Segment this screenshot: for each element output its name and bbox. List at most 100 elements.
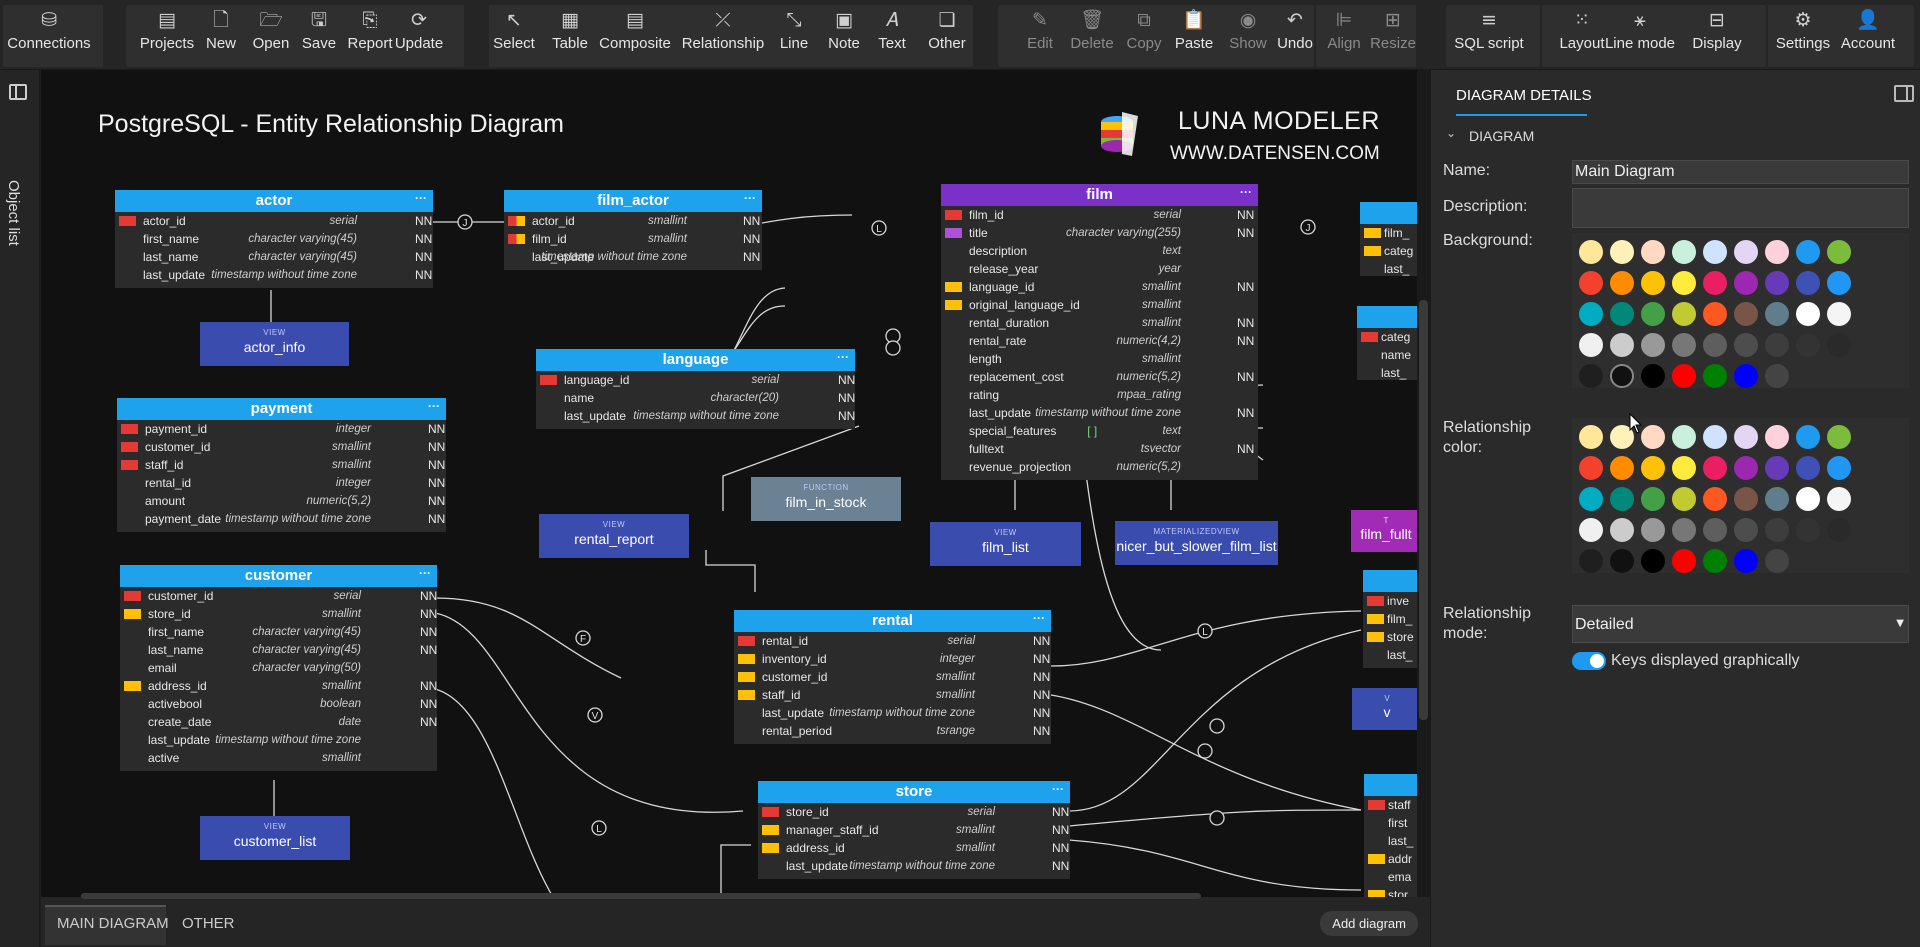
section-collapse-icon[interactable]: ⌄ [1446,126,1457,140]
entity-header[interactable]: language··· [536,349,855,371]
relationship-color-swatch[interactable] [1765,487,1789,511]
entity-menu-icon[interactable]: ··· [1240,185,1252,199]
note-button[interactable]: ▣Note [812,5,876,65]
relationship-color-swatch[interactable] [1765,425,1789,449]
layout-button[interactable]: ⁙Layout [1550,5,1614,65]
entity-menu-icon[interactable]: ··· [1033,611,1045,625]
rel-store-staff[interactable] [1068,809,1362,827]
relationship-color-swatch[interactable] [1672,549,1696,573]
rel-store-staff-b[interactable] [1068,839,1362,891]
entity-menu-icon[interactable]: ··· [744,191,756,205]
view-partial[interactable]: V v [1352,688,1417,730]
entity-header[interactable]: film··· [941,184,1258,206]
background-color-swatch[interactable] [1610,364,1634,388]
entity-category-partial[interactable]: categ name last_ [1357,306,1417,380]
relationship-color-swatch[interactable] [1703,518,1727,542]
relationship-color-swatch[interactable] [1610,456,1634,480]
connections-button[interactable]: ⛁Connections [7,5,90,65]
entity-menu-icon[interactable]: ··· [837,350,849,364]
background-color-swatch[interactable] [1672,364,1696,388]
entity-header[interactable]: film_actor··· [504,190,762,212]
background-color-swatch[interactable] [1827,271,1851,295]
background-color-swatch[interactable] [1672,240,1696,264]
undo-button[interactable]: ↶Undo [1263,5,1327,65]
relationship-color-swatch[interactable] [1734,425,1758,449]
entity-menu-icon[interactable]: ··· [415,191,427,205]
background-color-swatch[interactable] [1827,302,1851,326]
rel-customer-address[interactable] [434,688,601,897]
background-color-swatch[interactable] [1734,333,1758,357]
background-color-swatch[interactable] [1765,271,1789,295]
panel-toggle-icon[interactable] [1894,85,1914,102]
relationship-color-swatch[interactable] [1703,487,1727,511]
tab-diagram-details[interactable]: DIAGRAM DETAILS [1456,87,1592,104]
settings-button[interactable]: ⚙Settings [1771,5,1835,65]
relationship-color-swatch[interactable] [1734,549,1758,573]
background-color-swatch[interactable] [1579,271,1603,295]
background-color-swatch[interactable] [1579,302,1603,326]
relationship-color-swatch[interactable] [1610,518,1634,542]
rel-store-address[interactable] [720,844,751,897]
relationship-color-swatch[interactable] [1579,487,1603,511]
background-color-swatch[interactable] [1703,271,1727,295]
entity-header[interactable]: store··· [758,781,1070,803]
tab-other[interactable]: OTHER [182,915,235,932]
relationship-color-swatch[interactable] [1610,549,1634,573]
resize-button[interactable]: ⊞Resize [1361,5,1425,65]
section-diagram[interactable]: DIAGRAM [1469,128,1535,144]
line-mode-button[interactable]: ⚹Line mode [1605,5,1675,65]
relationship-color-swatch[interactable] [1703,425,1727,449]
display-button[interactable]: ⊟Display [1685,5,1749,65]
report-button[interactable]: ⎘Report [338,5,402,65]
background-color-swatch[interactable] [1610,333,1634,357]
relationship-color-swatch[interactable] [1672,425,1696,449]
background-color-swatch[interactable] [1610,240,1634,264]
background-color-swatch[interactable] [1579,333,1603,357]
other-button[interactable]: ❏Other [915,5,979,65]
relationship-color-swatch[interactable] [1579,456,1603,480]
entity-column-row[interactable]: special_features[ ]text [941,422,1258,440]
background-color-swatch[interactable] [1641,302,1665,326]
relationship-color-swatch[interactable] [1796,518,1820,542]
select-button[interactable]: ↖Select [482,5,546,65]
save-button[interactable]: 🖫Save [287,5,351,65]
tab-main-diagram-label[interactable]: MAIN DIAGRAM [57,915,169,932]
relationship-color-swatch[interactable] [1672,456,1696,480]
diagram-description-input[interactable] [1572,188,1909,228]
background-color-swatch[interactable] [1734,364,1758,388]
relationship-color-swatch[interactable] [1765,549,1789,573]
align-button[interactable]: ⊫Align [1312,5,1376,65]
sql-script-button[interactable]: ≡SQL script [1454,5,1523,65]
relationship-color-swatch[interactable] [1765,518,1789,542]
background-color-swatch[interactable] [1579,364,1603,388]
relationship-color-swatch[interactable] [1827,487,1851,511]
relationship-color-swatch[interactable] [1579,549,1603,573]
